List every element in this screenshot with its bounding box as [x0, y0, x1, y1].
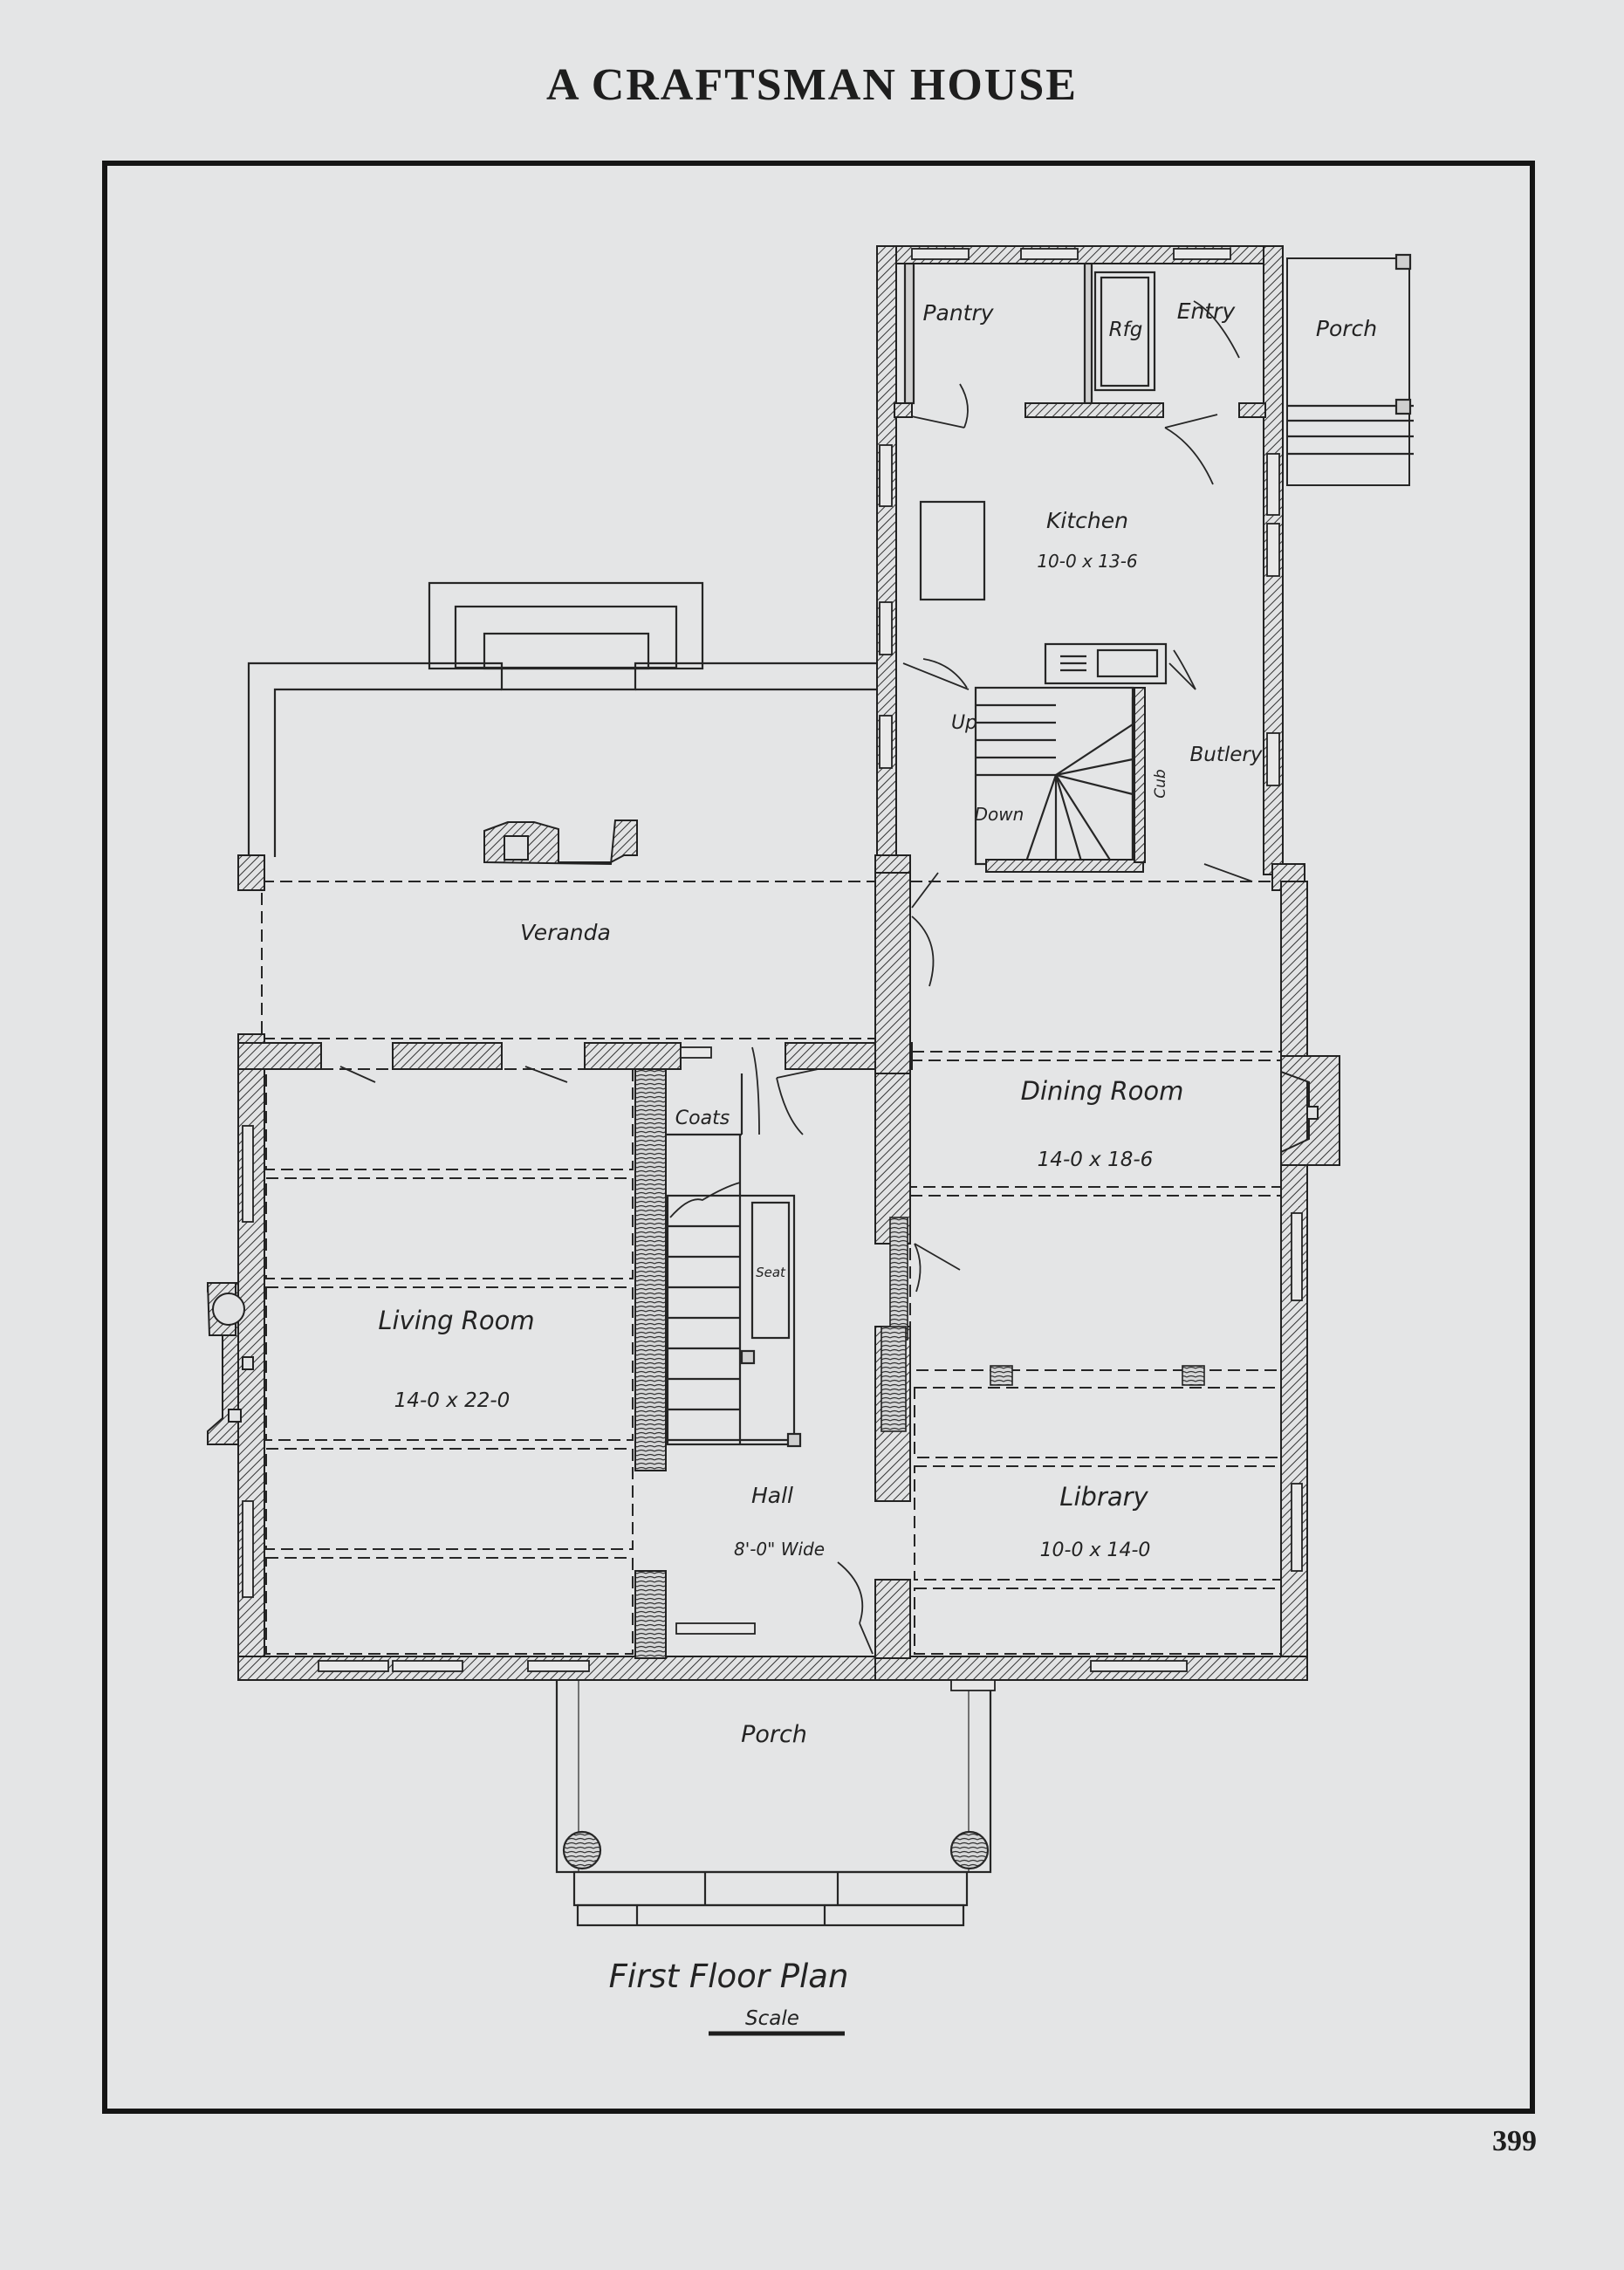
label-kitchen: Kitchen: [1046, 508, 1128, 533]
label-dining-room: Dining Room: [1021, 1076, 1184, 1106]
label-cupboard: Cub: [1152, 769, 1169, 798]
label-entry: Entry: [1177, 298, 1237, 324]
label-seat: Seat: [756, 1265, 786, 1280]
page-frame: [102, 161, 1535, 2114]
page-title: A CRAFTSMAN HOUSE: [546, 60, 1078, 110]
label-hall: Hall: [751, 1483, 793, 1508]
page-number: 399: [1492, 2125, 1537, 2157]
label-hall-width: 8'-0" Wide: [734, 1539, 825, 1560]
label-butlery: Butlery: [1190, 744, 1263, 766]
label-living-dims: 14-0 x 22-0: [394, 1389, 510, 1412]
masonry-walls: [206, 245, 1340, 1681]
label-coats: Coats: [675, 1108, 730, 1129]
label-kitchen-dims: 10-0 x 13-6: [1037, 551, 1137, 572]
label-front-porch: Porch: [741, 1721, 807, 1748]
label-refrigerator: Rfg: [1109, 319, 1143, 341]
label-dining-dims: 14-0 x 18-6: [1038, 1149, 1154, 1171]
label-library: Library: [1059, 1482, 1148, 1512]
label-pantry: Pantry: [922, 300, 994, 326]
scale-label: Scale: [745, 2007, 799, 2030]
label-library-dims: 10-0 x 14-0: [1040, 1540, 1151, 1561]
label-living-room: Living Room: [378, 1306, 534, 1335]
windows: [242, 248, 1303, 1691]
room-labels: Pantry Rfg Entry Porch Kitchen 10-0 x 13…: [378, 298, 1377, 1748]
label-rear-porch: Porch: [1316, 316, 1377, 341]
label-stair-up: Up: [951, 712, 977, 734]
label-stair-down: Down: [975, 804, 1024, 825]
label-veranda: Veranda: [520, 920, 611, 945]
plan-caption: First Floor Plan: [609, 1958, 849, 1995]
